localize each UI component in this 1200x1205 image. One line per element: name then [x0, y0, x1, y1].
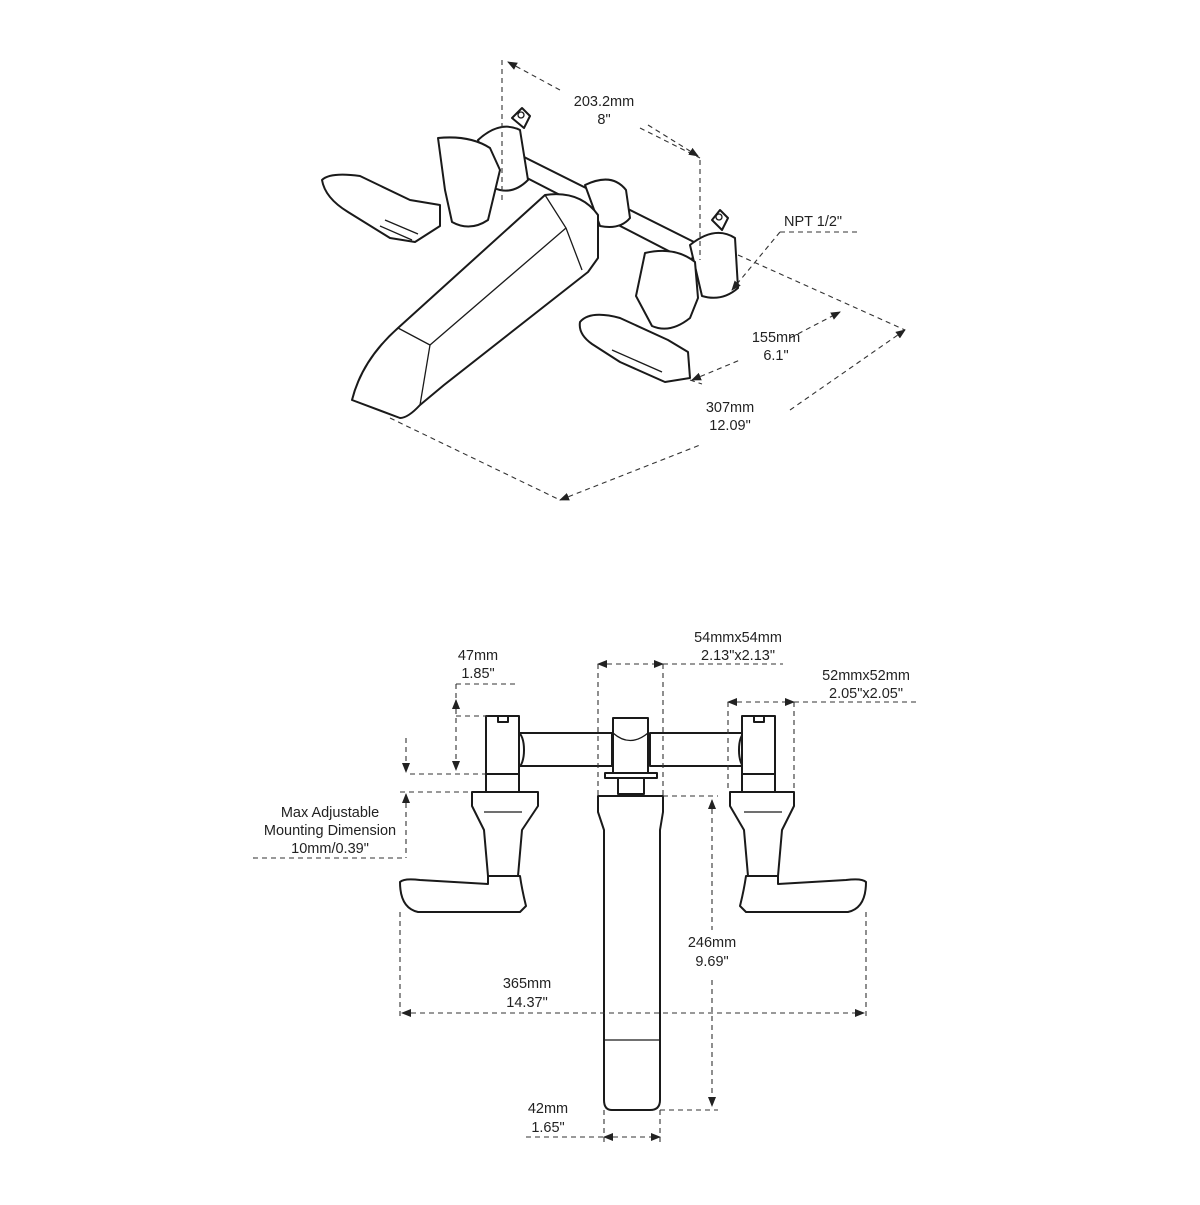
dim-spout-plate-in: 2.13"x2.13" — [701, 648, 775, 664]
dim-mounting-line2: Mounting Dimension — [264, 823, 396, 839]
left-handle-front — [399, 791, 539, 913]
dim-spout-width-in: 1.65" — [531, 1120, 564, 1136]
dim-spout-length-mm: 246mm — [688, 935, 736, 951]
isometric-view: 203.2mm 8" NPT 1/2" 155mm 6.1" 307mm 12.… — [321, 60, 906, 501]
dim-valve-height-in: 1.85" — [461, 666, 494, 682]
dim-depth-in: 6.1" — [763, 348, 788, 364]
dim-mounting-line3: 10mm/0.39" — [291, 841, 369, 857]
dim-handle-plate-in: 2.05"x2.05" — [829, 686, 903, 702]
front-view: 47mm 1.85" 54mmx54mm 2.13"x2.13" 52mmx52… — [253, 630, 918, 1142]
dim-spout-length: 246mm 9.69" — [660, 795, 736, 1111]
dim-spread-in: 8" — [597, 112, 610, 128]
dim-overall-width-mm: 365mm — [503, 976, 551, 992]
spout-front — [597, 795, 664, 1111]
dim-overall-reach: 307mm 12.09" — [389, 329, 906, 501]
left-valve-column — [485, 715, 520, 793]
dim-valve-height-mm: 47mm — [458, 648, 498, 664]
dim-depth-mm: 155mm — [752, 330, 800, 346]
dim-spout-plate-mm: 54mmx54mm — [694, 630, 782, 646]
dim-spout-width: 42mm 1.65" — [526, 1101, 661, 1142]
right-valve-column — [741, 715, 776, 793]
dim-depth: 155mm 6.1" — [689, 254, 906, 385]
dim-overall-width: 365mm 14.37" — [399, 912, 867, 1018]
center-spout-mount — [604, 717, 658, 795]
left-handle — [321, 136, 501, 243]
dim-spout-length-in: 9.69" — [695, 954, 728, 970]
spout — [351, 178, 631, 419]
dim-connection-label: NPT 1/2" — [784, 214, 842, 230]
dim-valve-height: 47mm 1.85" — [410, 648, 516, 775]
dim-spout-plate: 54mmx54mm 2.13"x2.13" — [597, 630, 783, 796]
right-handle — [578, 249, 699, 383]
dim-spread: 203.2mm 8" — [501, 60, 701, 260]
dim-spout-width-mm: 42mm — [528, 1101, 568, 1117]
dim-handle-plate-mm: 52mmx52mm — [822, 668, 910, 684]
dim-overall-width-in: 14.37" — [506, 995, 547, 1011]
right-handle-front — [729, 791, 867, 913]
dim-spread-mm: 203.2mm — [574, 94, 634, 110]
dim-handle-plate: 52mmx52mm 2.05"x2.05" — [727, 668, 918, 792]
dim-reach-mm: 307mm — [706, 400, 754, 416]
dim-reach-in: 12.09" — [709, 418, 750, 434]
dim-mounting-line1: Max Adjustable — [281, 805, 379, 821]
dim-connection: NPT 1/2" — [731, 214, 858, 291]
dim-mounting: Max Adjustable Mounting Dimension 10mm/0… — [253, 738, 472, 859]
